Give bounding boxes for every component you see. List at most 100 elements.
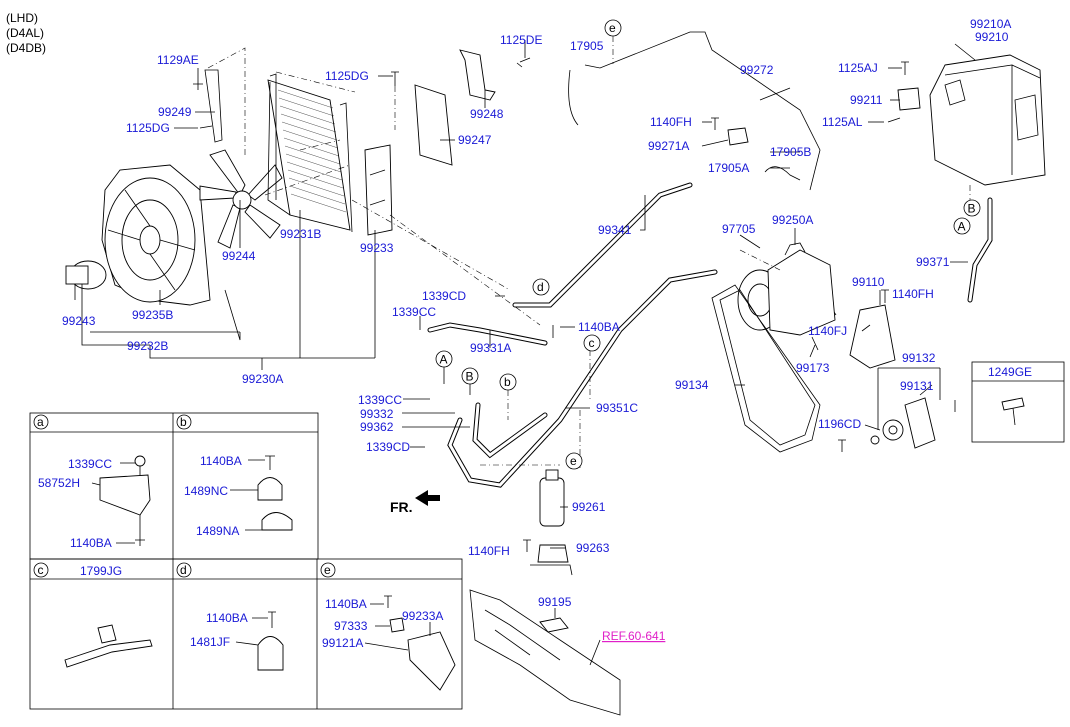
label-99371: 99371 [916,255,950,269]
switch-99271A [727,127,749,146]
detail-c-label-1: 1799JG [80,564,122,578]
fan-shroud [101,164,211,306]
callout-B-unit: B [963,199,981,217]
condenser-bracket [364,144,393,236]
label-99131: 99131 [900,379,934,393]
drain-hose-99371 [967,197,993,303]
front-label: FR. [390,499,413,515]
detail-b-label-3: 1489NA [196,524,239,538]
label-99261: 99261 [572,500,606,514]
detail-b-label-1: 1140BA [200,454,242,468]
callout-c-hose: c [583,334,601,352]
pad-99195 [539,617,569,633]
hose-17905A [764,166,801,181]
label-99233: 99233 [360,241,394,255]
front-panel [469,589,621,716]
label-1129AE: 1129AE [157,53,199,67]
label-99173: 99173 [796,361,830,375]
header-line-2: (D4AL) [6,26,44,40]
tensioner-99131 [870,397,936,449]
part-labels: 1129AE 99249 1125DG 1125DG 1125DE 99248 … [62,17,1011,643]
label-1140BA-a: 1140BA [578,320,620,334]
bracket-99211 [897,87,921,111]
label-99272: 99272 [740,63,774,77]
svg-text:b: b [504,375,511,389]
detail-e-label-3: 97333 [334,619,368,633]
label-99134: 99134 [675,378,709,392]
label-99232B: 99232B [127,339,168,353]
label-1339CD-b: 1339CD [366,440,410,454]
svg-text:B: B [968,202,976,216]
svg-text:e: e [609,21,616,35]
detail-a-label-3: 1140BA [70,536,112,550]
label-99110: 99110 [852,275,885,289]
box-1249GE: 1249GE [971,361,1065,443]
label-99263: 99263 [576,541,610,555]
fan-blade [199,149,283,249]
label-17905: 17905 [570,39,604,53]
detail-e-label-4: 99121A [322,636,363,650]
label-99250A: 99250A [772,213,813,227]
svg-text:c: c [38,563,44,577]
header-line-3: (D4DB) [6,41,46,55]
label-1140FJ: 1140FJ [808,324,847,338]
label-1140FH-b: 1140FH [892,287,934,301]
label-99230A: 99230A [242,372,283,386]
detail-c: c 1799JG [33,562,153,668]
label-1125AJ: 1125AJ [838,61,878,75]
label-99132: 99132 [902,351,936,365]
label-99351C: 99351C [596,401,638,415]
detail-e: e 1140BA 99233A 97333 99121A [320,562,456,691]
condenser [267,73,353,233]
svg-text:c: c [589,336,595,350]
hose-99362 [472,402,548,459]
svg-text:e: e [324,563,331,577]
label-1196CD: 1196CD [818,417,861,431]
callout-b-hose: b [499,373,517,391]
pressure-tube-99272 [568,31,821,191]
detail-a: a 1339CC 58752H 1140BA [33,414,151,550]
detail-a-label-1: 1339CC [68,457,112,471]
label-99211: 99211 [850,93,883,107]
label-99210A: 99210A [970,17,1011,31]
svg-text:B: B [466,370,474,384]
fan-bracket-rod [204,69,223,143]
header-line-1: (LHD) [6,11,38,25]
label-1125DG-b: 1125DG [325,69,369,83]
label-1125DE: 1125DE [500,33,542,47]
label-ref-60-641: REF.60-641 [602,629,666,643]
receiver-drier-99261 [539,469,565,527]
svg-text:d: d [537,280,544,294]
label-99195: 99195 [538,595,572,609]
front-direction-arrow: FR. [390,490,440,515]
detail-e-label-2: 99233A [402,609,443,623]
liquid-line-99331A [427,322,548,346]
label-1339CC-a: 1339CC [392,305,436,319]
label-99231B: 99231B [280,227,321,241]
label-99332: 99332 [360,407,394,421]
air-guard-99247 [414,84,453,166]
callout-A-unit: A [953,217,971,235]
detail-a-label-2: 58752H [38,476,80,490]
detail-panels [29,412,463,710]
compressor [737,242,836,336]
svg-text:a: a [37,415,44,429]
label-99244: 99244 [222,249,256,263]
bracket-99248 [459,49,496,101]
label-1339CC-b: 1339CC [358,393,402,407]
svg-text:A: A [440,353,448,367]
detail-d-label-1: 1140BA [206,611,248,625]
label-99362: 99362 [360,420,394,434]
fan-motor [65,260,107,300]
drive-belt-99134 [711,284,821,453]
label-17905B: 17905B [770,145,811,159]
callout-d-hose: d [532,278,550,296]
label-99271A: 99271A [648,139,689,153]
svg-text:e: e [570,454,577,468]
label-99341: 99341 [598,223,632,237]
callout-A-hose: A [435,350,453,384]
svg-text:A: A [958,220,966,234]
svg-text:d: d [180,563,187,577]
phantom-lines [207,36,971,470]
